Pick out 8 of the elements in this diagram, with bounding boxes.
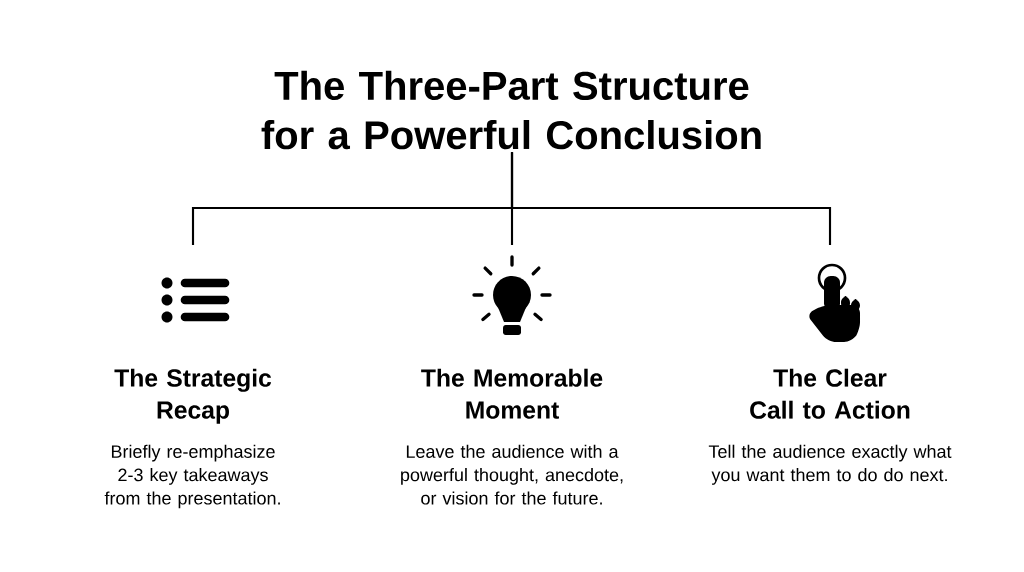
column-heading: The Strategic Recap (114, 368, 272, 424)
column-heading: The Clear Call to Action (750, 368, 910, 419)
description-text: Briefly re-emphasize 2-3 key takeaways from the presentation. (104, 444, 280, 509)
column-heading: The Memorable Moment (421, 368, 603, 419)
title: The Three-Part Structure for a Powerful Conclusion (261, 70, 761, 150)
description-text: Tell the audience exactly what you want them to do do next. (708, 444, 952, 485)
description-text: Leave the audience with a powerful thought, anecdote, or vision for the future. (401, 444, 623, 505)
connector-line (510, 152, 832, 245)
